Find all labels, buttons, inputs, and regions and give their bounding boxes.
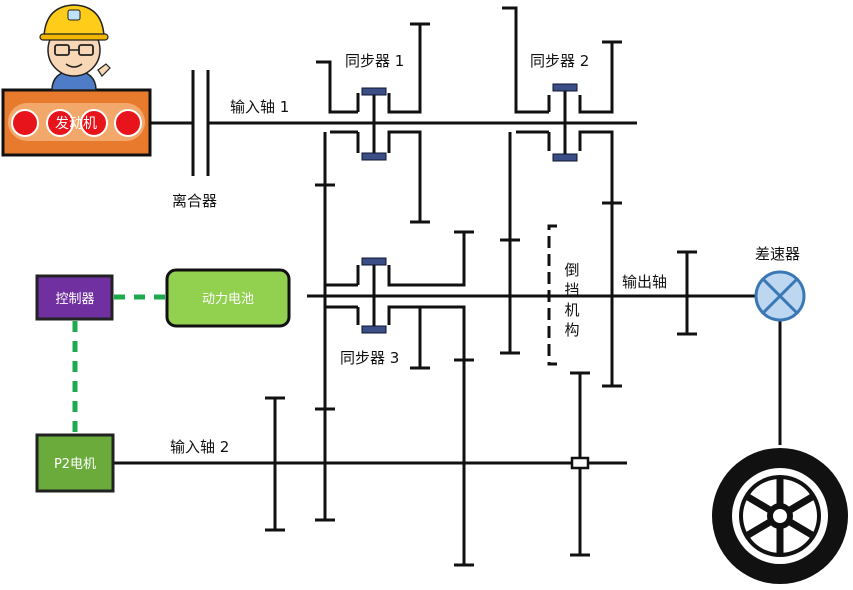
sync-1-sleeve-bottom [361,152,387,161]
svg-text:倒: 倒 [564,261,579,279]
input-shaft-1-label: 输入轴 1 [230,98,289,116]
motor-label: P2电机 [54,457,96,472]
input-shaft-2-label: 输入轴 2 [170,438,229,456]
p2-motor-box: P2电机 [35,433,115,493]
reverse-mechanism-bracket [547,224,557,366]
sync-2-label: 同步器 2 [530,52,589,70]
sync-1-label: 同步器 1 [345,52,404,70]
engine-light-3 [80,109,108,137]
engine-light-1 [11,109,39,137]
clutch-label: 离合器 [172,192,217,210]
output-shaft [307,250,755,336]
battery-box: 动力电池 [165,268,291,328]
gear-set-sync1-left [315,60,360,522]
gear-set-sync2-right [578,40,622,388]
reverse-mechanism-label: 倒 挡 机 构 [564,261,579,339]
battery-label: 动力电池 [202,292,254,307]
engine-light-2 [46,109,74,137]
svg-text:构: 构 [564,321,579,339]
gear-set-sync3-left [325,265,360,325]
sync-1-sleeve-top [361,87,387,96]
svg-text:机: 机 [564,301,579,319]
reverse-idler-gear [570,371,590,557]
gear-set-sync2-left [500,6,551,355]
gear-set-sync3-right [387,230,474,567]
input-shaft-2-gear [265,396,285,532]
engine-light-4 [114,109,142,137]
controller-label: 控制器 [55,292,94,307]
sync-3-label: 同步器 3 [340,349,399,367]
svg-text:挡: 挡 [564,281,579,299]
sync-3-sleeve-top [361,257,387,266]
wheel-icon [712,448,848,584]
gear-set-sync1-right [387,22,430,224]
clutch-plates [191,70,210,176]
sync-2-sleeve-top [552,83,578,92]
differential-label: 差速器 [755,245,800,263]
output-shaft-label: 输出轴 [622,273,667,291]
differential-cross-circle-icon [754,270,806,322]
sync-2-sleeve-bottom [552,153,578,162]
engine-label: 发动机 [55,116,97,132]
controller-box: 控制器 [35,274,114,321]
sync-3-sleeve-bottom [361,325,387,334]
engineer-with-helmet-icon [39,4,111,91]
engine-block: 发动机 [1,88,152,157]
